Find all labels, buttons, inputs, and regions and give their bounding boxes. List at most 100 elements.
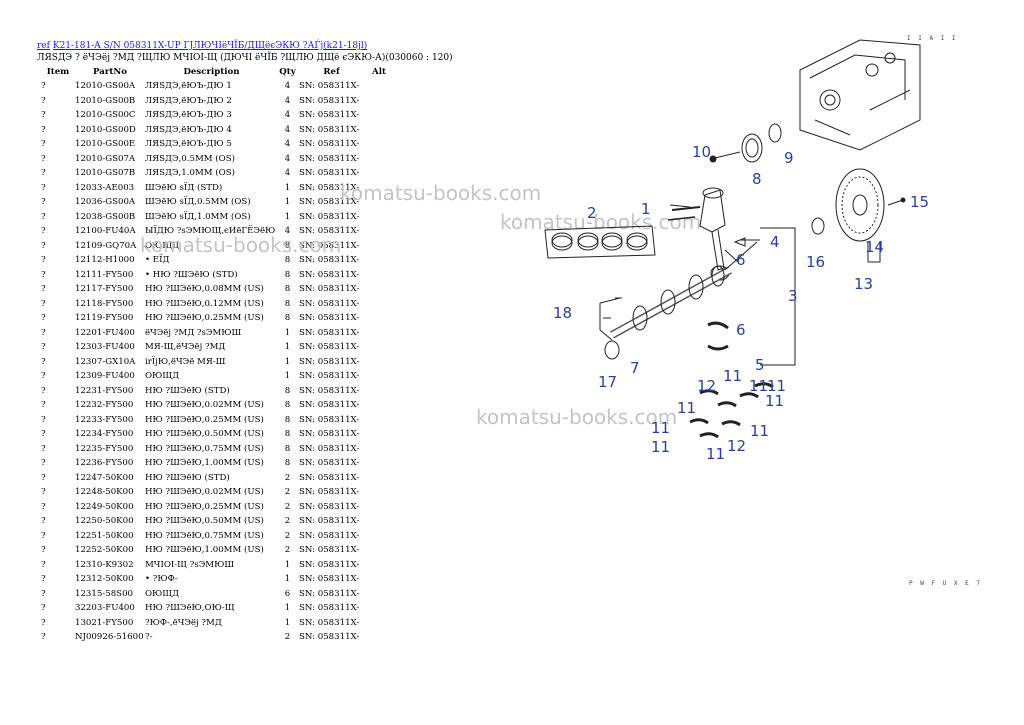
description-cell: НЮ ?ШЭёЮ,0.02MM (US) bbox=[145, 400, 264, 411]
callout-label: 18 bbox=[553, 304, 572, 322]
description-cell: НЮ ?ШЭёЮ,0.75MM (US) bbox=[145, 530, 264, 541]
callout-label: 11 bbox=[651, 438, 670, 456]
alt-cell bbox=[364, 558, 394, 573]
ref-cell: SN: 058311X- bbox=[299, 298, 360, 309]
callout-label: 2 bbox=[587, 204, 597, 222]
partno-cell: 12201-FU400 bbox=[75, 327, 135, 338]
qty-cell: 4 bbox=[284, 124, 291, 135]
qty-cell: 8 bbox=[284, 255, 291, 266]
partno-cell: 12236-FY500 bbox=[75, 458, 134, 469]
item-cell: ? bbox=[41, 559, 46, 570]
partno-cell: 12010-GS00E bbox=[75, 139, 136, 150]
description-cell: ЛЯЅДЭ,ёЮЪ-ДЮ 4 bbox=[145, 124, 232, 135]
ref-link[interactable]: ref bbox=[37, 41, 50, 51]
callout-label: 13 bbox=[854, 275, 873, 293]
partno-cell: 12310-K9302 bbox=[75, 559, 134, 570]
callout-label: 11 bbox=[706, 445, 725, 463]
description-cell: НЮ ?ШЭёЮ,ОЮ-Щ bbox=[145, 603, 235, 614]
qty-cell: 8 bbox=[284, 443, 291, 454]
description-cell: НЮ ?ШЭёЮ,0.25MM (US) bbox=[145, 313, 264, 324]
partno-cell: 12111-FY500 bbox=[75, 269, 134, 280]
ref-cell: SN: 058311X- bbox=[299, 124, 360, 135]
ref-cell: SN: 058311X- bbox=[299, 356, 360, 367]
item-cell: ? bbox=[41, 385, 46, 396]
callout-label: 15 bbox=[910, 193, 929, 211]
item-cell: ? bbox=[41, 124, 46, 135]
partno-cell: 12109-GQ70A bbox=[75, 240, 137, 251]
diagram-code-bottom: P W F U X E 7 bbox=[909, 580, 982, 587]
qty-cell: 4 bbox=[284, 95, 291, 106]
callout-label: 12 bbox=[697, 377, 716, 395]
description-cell: НЮ ?ШЭёЮ,1.00MM (US) bbox=[145, 545, 264, 556]
qty-cell: 2 bbox=[284, 632, 291, 643]
item-cell: ? bbox=[41, 632, 46, 643]
ref-cell: SN: 058311X- bbox=[299, 443, 360, 454]
alt-cell bbox=[364, 398, 394, 413]
qty-cell: 2 bbox=[284, 472, 291, 483]
item-cell: ? bbox=[41, 574, 46, 585]
partno-cell: 12231-FY500 bbox=[75, 385, 134, 396]
alt-cell bbox=[364, 326, 394, 341]
description-cell: НЮ ?ШЭёЮ,1.00MM (US) bbox=[145, 458, 264, 469]
alt-cell bbox=[364, 152, 394, 167]
item-cell: ? bbox=[41, 139, 46, 150]
item-cell: ? bbox=[41, 501, 46, 512]
alt-cell bbox=[364, 442, 394, 457]
item-cell: ? bbox=[41, 356, 46, 367]
title-link[interactable]: K21-181-A S/N 058311X-UP ГЈЛЮЧIёЧЇБ/ДЩёє… bbox=[52, 41, 368, 51]
callout-label: 3 bbox=[788, 287, 798, 305]
callout-label: 1 bbox=[641, 200, 651, 218]
qty-cell: 1 bbox=[284, 211, 291, 222]
alt-cell bbox=[364, 94, 394, 109]
item-cell: ? bbox=[41, 443, 46, 454]
item-cell: ? bbox=[41, 240, 46, 251]
qty-cell: 4 bbox=[284, 153, 291, 164]
partno-cell: 12117-FY500 bbox=[75, 284, 134, 295]
alt-cell bbox=[364, 166, 394, 181]
qty-cell: 2 bbox=[284, 516, 291, 527]
description-cell: НЮ ?ШЭёЮ (STD) bbox=[145, 385, 230, 396]
description-cell: ЛЯЅДЭ,ёЮЪ-ДЮ 5 bbox=[145, 139, 232, 150]
qty-cell: 1 bbox=[284, 197, 291, 208]
callout-label: 7 bbox=[630, 359, 640, 377]
partno-cell: 12010-GS00D bbox=[75, 124, 136, 135]
description-cell: НЮ ?ШЭёЮ,0.12MM (US) bbox=[145, 298, 264, 309]
description-cell: • ?ЮФ- bbox=[145, 574, 178, 585]
ref-cell: SN: 058311X- bbox=[299, 371, 360, 382]
description-cell: • ЕЇД bbox=[145, 255, 170, 266]
description-cell: МЧIОI-Щ ?sЭМЮШ bbox=[145, 559, 235, 570]
ref-cell: SN: 058311X- bbox=[299, 95, 360, 106]
ref-cell: SN: 058311X- bbox=[299, 429, 360, 440]
partno-cell: 12112-H1000 bbox=[75, 255, 135, 266]
ref-cell: SN: 058311X- bbox=[299, 501, 360, 512]
partno-cell: 32203-FU400 bbox=[75, 603, 135, 614]
item-cell: ? bbox=[41, 226, 46, 237]
callout-label: 6 bbox=[736, 251, 746, 269]
alt-cell bbox=[364, 79, 394, 94]
ref-cell: SN: 058311X- bbox=[299, 617, 360, 628]
ref-cell: SN: 058311X- bbox=[299, 313, 360, 324]
partno-cell: 12100-FU40A bbox=[75, 226, 136, 237]
item-cell: ? bbox=[41, 110, 46, 121]
ref-cell: SN: 058311X- bbox=[299, 559, 360, 570]
ref-cell: SN: 058311X- bbox=[299, 211, 360, 222]
qty-cell: 1 bbox=[284, 356, 291, 367]
ref-cell: SN: 058311X- bbox=[299, 240, 360, 251]
callout-label: 11 bbox=[677, 399, 696, 417]
item-cell: ? bbox=[41, 342, 46, 353]
ref-cell: SN: 058311X- bbox=[299, 226, 360, 237]
